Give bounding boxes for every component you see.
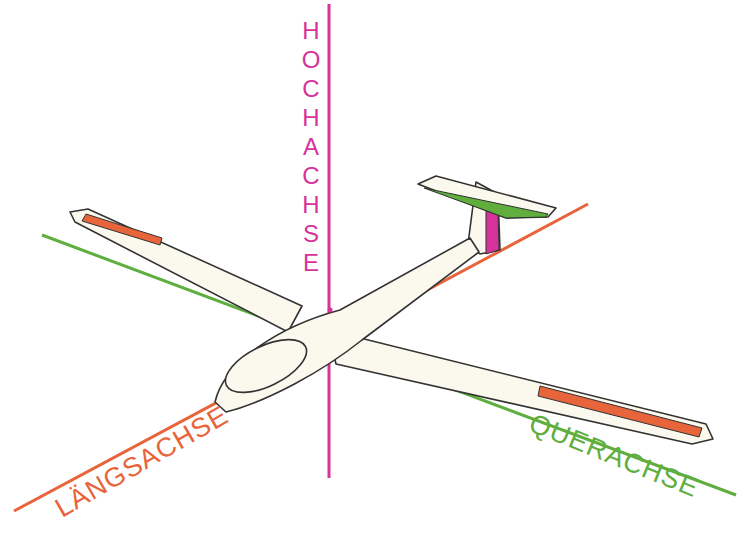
right-wing [328,330,713,444]
rudder [486,210,499,254]
stabilizer [418,176,556,218]
left-aileron [82,214,162,245]
fuselage [215,238,479,412]
left-wing [70,209,302,332]
axis-label: LÄNGSACHSE [50,400,234,524]
canopy [218,329,315,404]
axis-label: HOCHACHSE [299,16,323,277]
elevator [424,188,548,218]
axis-origin [328,308,333,313]
longitudinal-axis-line [14,204,588,511]
vertical-axis-line [328,4,331,478]
